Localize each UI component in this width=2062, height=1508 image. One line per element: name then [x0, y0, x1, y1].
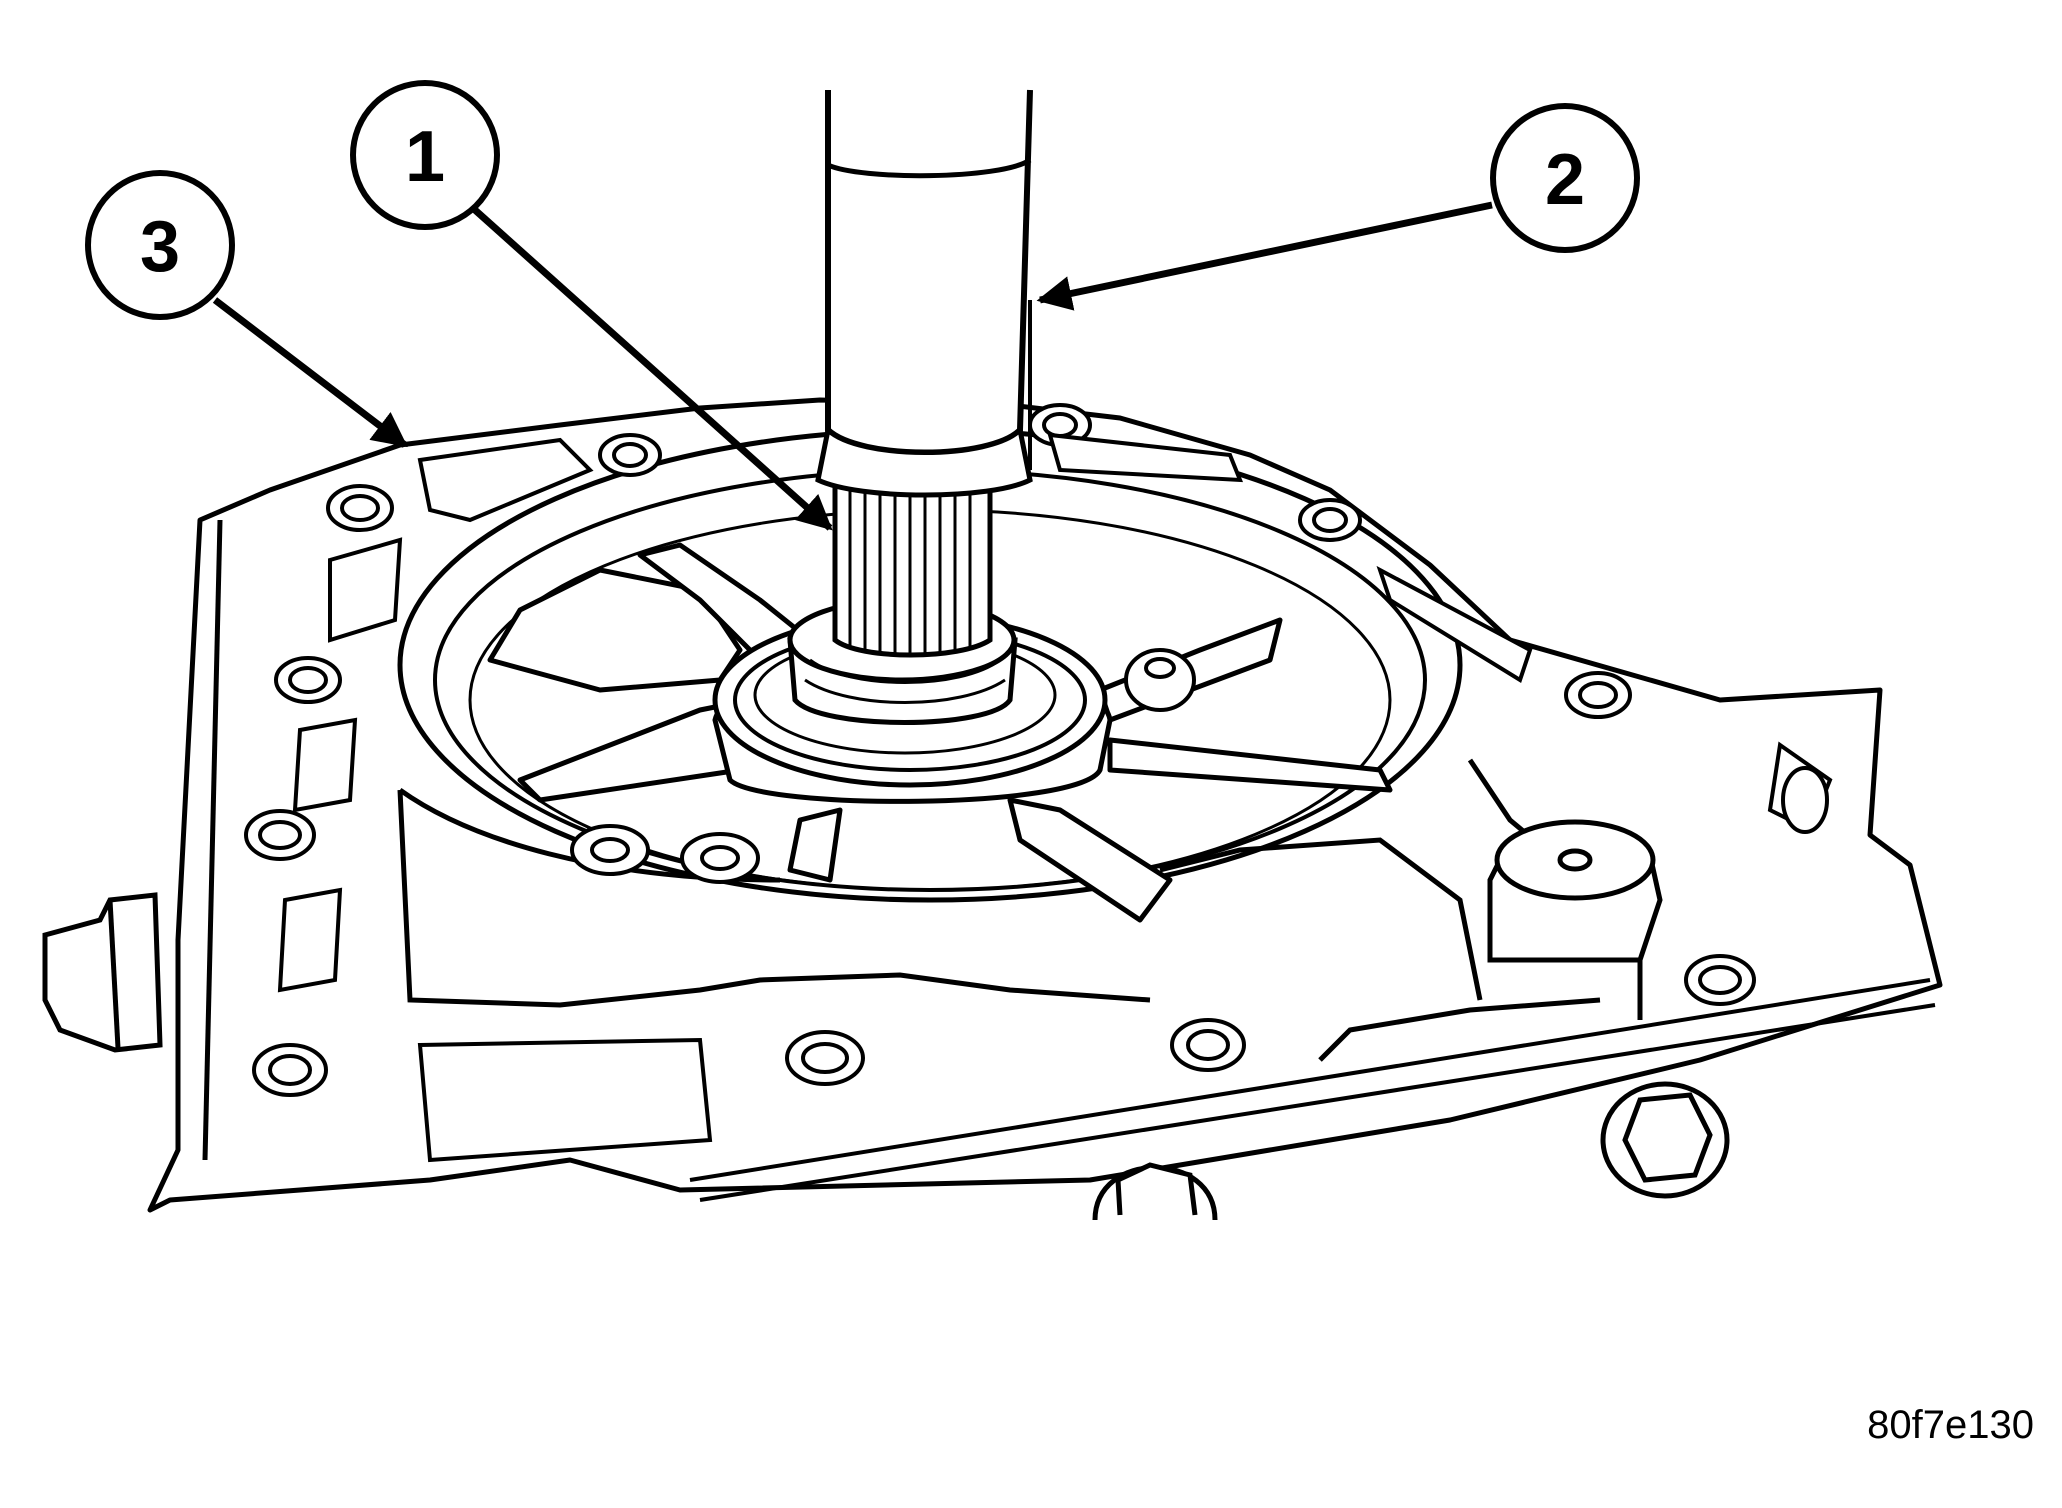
case-bolts — [1092, 1081, 1730, 1221]
callout-2: 2 — [1036, 103, 1640, 311]
figure-id: 80f7e130 — [1867, 1403, 2034, 1447]
callout-2-number: 2 — [1545, 140, 1585, 220]
case-connector — [42, 892, 163, 1053]
splined-shaft — [832, 467, 993, 658]
callout-1: 1 — [350, 80, 833, 531]
installer-tool — [815, 89, 1033, 498]
bolt-holes — [244, 403, 1756, 1097]
callout-1-number: 1 — [405, 117, 445, 197]
callout-3: 3 — [85, 170, 408, 448]
support-boss — [1487, 819, 1663, 963]
callout-3-number: 3 — [140, 207, 180, 287]
callout-3-leader-arrow — [212, 297, 408, 448]
callout-1-leader-arrow — [472, 207, 833, 531]
flange-pockets — [277, 432, 1833, 1163]
callout-2-leader-arrow — [1036, 201, 1493, 311]
